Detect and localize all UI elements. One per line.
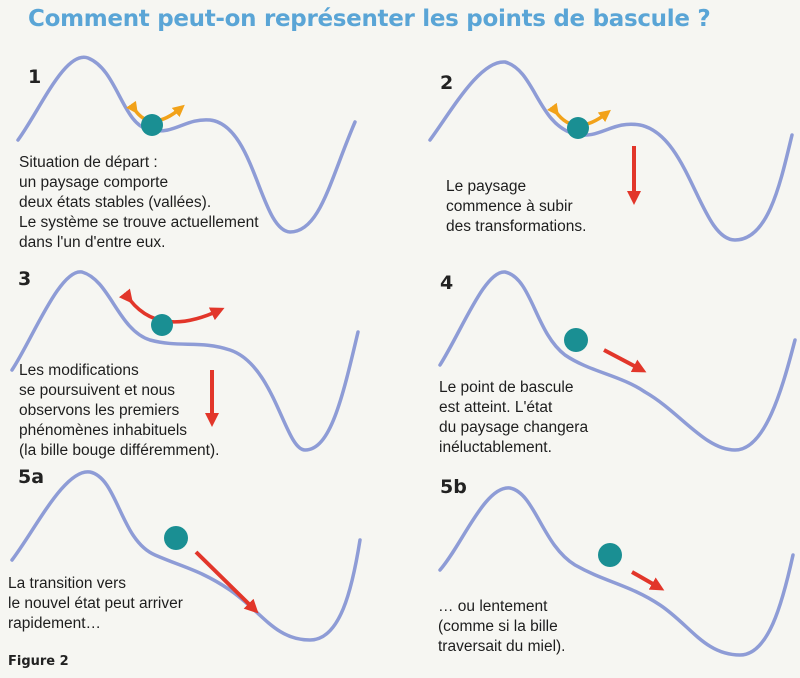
figure-label: Figure 2 [8,654,69,669]
caption-line: se poursuivent et nous [19,382,175,399]
panel-5b-caption: … ou lentement (comme si la bille traver… [438,597,565,657]
caption-line: un paysage comporte [19,174,169,191]
caption-line: inéluctablement. [439,439,552,456]
landscape-curve [438,270,797,452]
ball [141,114,163,136]
panel-4-caption: Le point de bascule est atteint. L'état … [439,378,588,458]
panel-5b-number: 5b [440,476,467,498]
landscape-curve [16,55,357,234]
caption-line: … ou lentement [438,598,548,615]
panel-3-number: 3 [18,268,32,290]
caption-line: Le point de bascule [439,379,574,396]
panel-5a-caption: La transition vers le nouvel état peut a… [8,574,183,634]
panel-2-caption: Le paysage commence à subir des transfor… [446,177,586,237]
landscape-curve [428,60,794,242]
caption-line: (comme si la bille [438,618,558,635]
panel-4-number: 4 [440,272,454,294]
caption-line: Situation de départ : [19,154,158,171]
caption-line: commence à subir [446,198,573,215]
caption-line: dans l'un d'entre eux. [19,234,166,251]
caption-line: observons les premiers [19,402,180,419]
panel-3-caption: Les modifications se poursuivent et nous… [19,361,219,461]
caption-line: Le système se trouve actuellement [19,214,259,231]
ball [567,117,589,139]
panel-4-landscape [438,270,797,452]
panel-1-landscape [16,55,357,234]
motion-arrow [603,348,647,373]
caption-line: du paysage changera [439,419,589,436]
caption-line: Les modifications [19,362,139,379]
caption-line: (la bille bouge différemment). [19,442,220,459]
caption-line: La transition vers [8,575,127,592]
oscillation-arrow [118,288,225,324]
motion-arrow [631,570,665,591]
landscape-curve [10,270,360,452]
caption-line: des transformations. [446,218,587,235]
panel-1-caption: Situation de départ : un paysage comport… [19,153,259,253]
ball [151,314,173,336]
ball [164,526,188,550]
landscape-curve [10,470,362,642]
caption-line: rapidement… [8,615,102,632]
panel-5a-landscape [10,470,362,642]
caption-line: est atteint. L'état [439,399,553,416]
panel-5a-number: 5a [18,466,45,488]
ball [564,328,588,352]
caption-line: deux états stables (vallées). [19,194,212,211]
figure-title: Comment peut-on représenter les points d… [28,6,711,32]
panel-2-landscape [428,60,794,242]
caption-line: Le paysage [446,178,527,195]
caption-line: phénomènes inhabituels [19,422,188,439]
ball [598,543,622,567]
caption-line: traversait du miel). [438,638,566,655]
panel-5b-landscape [438,486,795,657]
landscape-curve [438,486,795,657]
motion-arrow [194,550,259,614]
caption-line: le nouvel état peut arriver [8,595,183,612]
panel-2-number: 2 [440,72,454,94]
panel-3-landscape [10,270,360,452]
panel-1-number: 1 [28,66,42,88]
